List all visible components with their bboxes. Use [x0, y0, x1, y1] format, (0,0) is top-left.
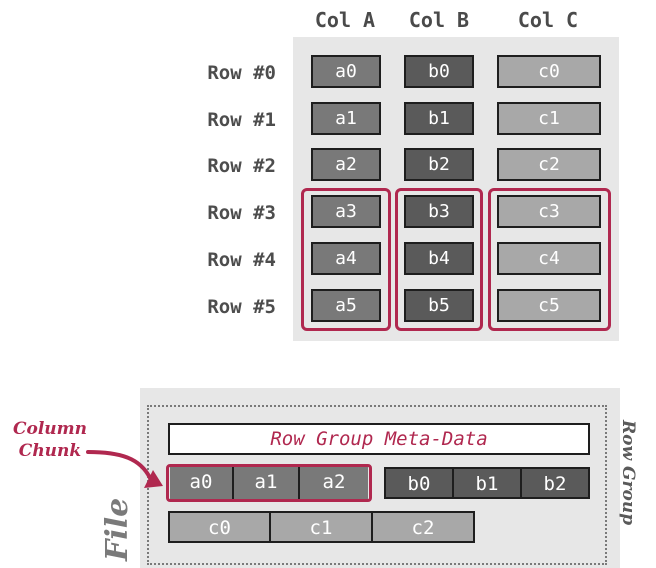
column-chunk-highlight-c — [488, 188, 611, 331]
col-b-header: Col B — [408, 8, 470, 32]
cell-b3: b3 — [404, 195, 474, 228]
row-label-2: Row #2 — [207, 155, 276, 177]
cell-b2: b2 — [404, 148, 474, 181]
col-c-header: Col C — [517, 8, 579, 32]
file-cell-b2: b2 — [520, 467, 590, 499]
file-cell-a2: a2 — [300, 467, 368, 499]
file-cell-b1: b1 — [452, 467, 522, 499]
cell-a0: a0 — [311, 55, 381, 88]
column-chunk-callout: Column Chunk — [4, 418, 96, 462]
col-a-header: Col A — [314, 8, 376, 32]
cell-c1: c1 — [497, 102, 601, 135]
row-label-5: Row #5 — [207, 296, 276, 318]
row-label-3: Row #3 — [207, 202, 276, 224]
cell-b5: b5 — [404, 289, 474, 322]
column-chunk-callout-line2: Chunk — [18, 441, 82, 461]
cell-c3: c3 — [497, 195, 601, 228]
cell-a3: a3 — [311, 195, 381, 228]
file-cell-c1: c1 — [269, 511, 373, 543]
column-chunk-highlight-b — [395, 188, 483, 331]
cell-b4: b4 — [404, 242, 474, 275]
file-cell-a0: a0 — [170, 467, 234, 499]
file-cell-c0: c0 — [168, 511, 271, 543]
callout-arrow-line — [86, 450, 152, 480]
file-cell-a1: a1 — [234, 467, 300, 499]
cell-c4: c4 — [497, 242, 601, 275]
file-cell-b0: b0 — [384, 467, 454, 499]
cell-a2: a2 — [311, 148, 381, 181]
cell-a4: a4 — [311, 242, 381, 275]
column-chunk-callout-line1: Column — [12, 419, 88, 439]
callout-arrow-head — [144, 470, 163, 488]
row-label-4: Row #4 — [207, 249, 276, 271]
cell-c2: c2 — [497, 148, 601, 181]
file-cell-c2: c2 — [371, 511, 475, 543]
cell-c5: c5 — [497, 289, 601, 322]
cell-a5: a5 — [311, 289, 381, 322]
column-chunk-a-highlight — [166, 464, 372, 502]
cell-b0: b0 — [404, 55, 474, 88]
cell-b1: b1 — [404, 102, 474, 135]
cell-c0: c0 — [497, 55, 601, 88]
row-label-0: Row #0 — [207, 62, 276, 84]
row-group-meta-data: Row Group Meta-Data — [168, 423, 590, 455]
cell-a1: a1 — [311, 102, 381, 135]
row-label-1: Row #1 — [207, 109, 276, 131]
column-chunk-highlight-a — [301, 188, 391, 331]
